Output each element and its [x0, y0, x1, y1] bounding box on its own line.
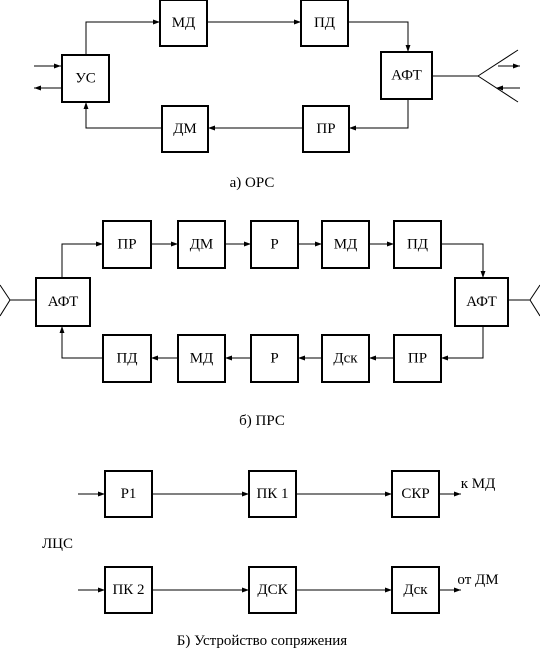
conn-us-md [85, 19, 160, 55]
block-dsk-label: ДСК [257, 582, 288, 598]
block-aft-right-label: АФТ [466, 294, 497, 310]
block-aft: АФТ [380, 51, 433, 100]
caption-b: б) ПРС [239, 413, 285, 429]
conn-dm-us [83, 102, 162, 129]
antenna-icon [432, 49, 519, 103]
side-label-lcs: ЛЦС [42, 536, 73, 552]
block-r-bottom-label: Р [270, 351, 278, 367]
block-pk1-label: ПК 1 [256, 486, 288, 502]
block-pk1: ПК 1 [248, 470, 297, 518]
block-md: МД [159, 0, 208, 47]
diagram-b-prs: АФТ ПР ДМ Р МД ПД АФТ ПД [0, 220, 540, 429]
antenna-right-icon [508, 284, 540, 317]
block-r1: Р1 [104, 470, 153, 518]
block-pd-top: ПД [393, 220, 442, 269]
block-md-label: МД [172, 15, 196, 31]
block-dm-label: ДМ [173, 121, 197, 137]
block-dsk: ДСК [248, 566, 297, 614]
block-aft-left: АФТ [35, 277, 91, 327]
block-pr-bottom-label: ПР [408, 351, 427, 367]
block-pd-bottom: ПД [102, 334, 152, 383]
block-dsk-small-label: Дск [403, 582, 428, 598]
caption-a: а) ОРС [230, 175, 275, 191]
block-us-label: УС [75, 71, 96, 87]
block-pr-top: ПР [102, 220, 152, 269]
conn-pd-aftl [59, 326, 103, 359]
block-dsk-small: Дск [391, 566, 440, 614]
block-dm-top-label: ДМ [190, 237, 214, 253]
conn-pd-aft [347, 21, 411, 52]
block-aft-right: АФТ [454, 277, 509, 327]
block-pr-bottom: ПР [393, 334, 442, 383]
block-aft-left-label: АФТ [48, 294, 79, 310]
output-label-bottom: от ДМ [457, 572, 498, 588]
block-md-top: МД [321, 220, 370, 269]
block-r-bottom: Р [250, 334, 299, 383]
block-dm-top: ДМ [177, 220, 226, 269]
block-skr-label: СКР [401, 486, 429, 502]
diagram-a-ors: УС МД ПД АФТ ПР ДМ а) ОРС [34, 0, 520, 191]
block-pr-top-label: ПР [117, 237, 136, 253]
diagram-c-interface: Р1 ПК 1 СКР ПК 2 ДСК Дск к МД от ДМ ЛЦС … [42, 470, 499, 649]
block-us: УС [61, 54, 110, 103]
block-skr: СКР [391, 470, 440, 518]
block-md-top-label: МД [334, 237, 358, 253]
block-pd-label: ПД [314, 15, 335, 31]
block-aft-label: АФТ [391, 68, 422, 84]
block-pd-top-label: ПД [407, 237, 428, 253]
antenna-left-icon [0, 284, 36, 317]
conn-aftr-pr [441, 326, 484, 361]
output-label-top: к МД [461, 476, 496, 492]
block-pd-bottom-label: ПД [116, 351, 137, 367]
block-r1-label: Р1 [121, 486, 137, 502]
block-md-bottom: МД [177, 334, 226, 383]
caption-c: Б) Устройство сопряжения [177, 633, 348, 649]
block-pk2-label: ПК 2 [112, 582, 144, 598]
block-pk2: ПК 2 [104, 566, 153, 614]
block-dsk-bottom: Дск [321, 334, 370, 383]
block-r-top-label: Р [270, 237, 278, 253]
block-md-bottom-label: МД [190, 351, 214, 367]
block-dm: ДМ [161, 105, 209, 153]
conn-pd-aftr [441, 243, 486, 278]
block-dsk-bottom-label: Дск [333, 351, 358, 367]
block-pr: ПР [302, 105, 350, 153]
block-r-top: Р [250, 220, 299, 269]
block-pd: ПД [300, 0, 349, 47]
block-pr-label: ПР [316, 121, 335, 137]
conn-aft-pr [349, 99, 409, 131]
conn-aftl-pr [61, 241, 103, 278]
